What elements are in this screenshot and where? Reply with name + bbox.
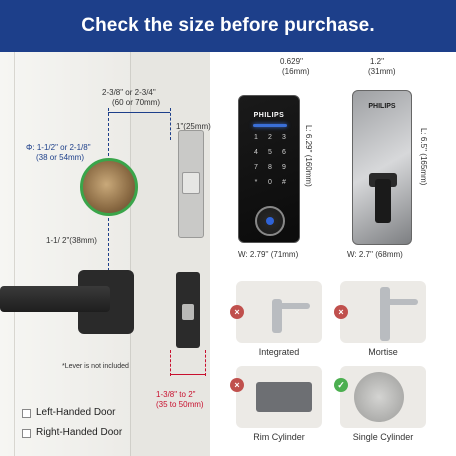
front-depth-metric: (16mm) <box>282 67 310 76</box>
keypad-key: * <box>254 179 258 186</box>
backset-guide-right <box>170 108 171 140</box>
front-depth-label: 0.629'' <box>280 57 304 66</box>
rim-cylinder-label: Rim Cylinder <box>253 432 305 442</box>
single-cylinder-accept-icon: ✓ <box>334 378 348 392</box>
keypad-key: 7 <box>254 164 258 171</box>
front-keypad-lock: PHILIPS 1 2 3 4 5 6 7 8 9 * 0 # <box>238 95 300 243</box>
keypad-key: 2 <box>268 134 272 141</box>
status-light-bar <box>253 124 287 127</box>
title-banner: Check the size before purchase. <box>0 0 456 52</box>
left-handed-door-label: Left-Handed Door <box>36 407 116 418</box>
left-handed-checkbox[interactable] <box>22 409 31 418</box>
rim-cylinder-card <box>236 366 322 428</box>
back-height-label: L: 6.5'' (165mm) <box>419 128 428 186</box>
mortise-lever <box>384 299 418 305</box>
backset-label: 2-3/8" or 2-3/4" <box>102 88 156 97</box>
keypad-key: 4 <box>254 149 258 156</box>
right-handed-checkbox[interactable] <box>22 429 31 438</box>
back-width-label: W: 2.7'' (68mm) <box>347 250 403 259</box>
fingerprint-indicator <box>266 217 274 225</box>
strike-bolt <box>182 304 194 320</box>
backset-metric: (60 or 70mm) <box>112 98 161 107</box>
page-title: Check the size before purchase. <box>81 15 375 36</box>
thickness-dimension-line <box>170 374 205 375</box>
door-lever <box>0 286 110 312</box>
back-depth-metric: (31mm) <box>368 67 396 76</box>
backset-dimension-line <box>108 112 170 113</box>
thickness-guide-right <box>205 350 206 376</box>
integrated-lever <box>276 303 310 309</box>
mortise-lock-card <box>340 281 426 343</box>
back-depth-label: 1.2'' <box>370 57 385 66</box>
integrated-reject-icon: × <box>230 305 244 319</box>
fingerprint-sensor-icon <box>255 206 285 236</box>
bore-label: Φ: 1-1/2" or 2-1/8" <box>26 143 91 152</box>
bore-metric: (38 or 54mm) <box>36 153 85 162</box>
right-handed-door-label: Right-Handed Door <box>36 427 123 438</box>
single-cylinder-label: Single Cylinder <box>352 432 414 442</box>
thickness-label: 1-3/8" to 2" <box>156 390 196 399</box>
door-face <box>0 52 132 456</box>
keypad: 1 2 3 4 5 6 7 8 9 * 0 # <box>251 134 289 186</box>
door-panel-line <box>14 52 15 456</box>
mortise-plate <box>380 287 390 341</box>
back-brand-logo: PHILIPS <box>368 103 396 110</box>
center-label: 1-1/ 2"(38mm) <box>46 236 97 245</box>
mortise-label: Mortise <box>368 347 398 357</box>
keypad-key: 0 <box>268 179 272 186</box>
integrated-lock-card <box>236 281 322 343</box>
thickness-guide-left <box>170 350 171 376</box>
thickness-metric: (35 to 50mm) <box>156 400 204 409</box>
integrated-plate <box>272 299 282 333</box>
rim-cylinder-reject-icon: × <box>230 378 244 392</box>
back-thumbturn-lock: PHILIPS <box>352 90 412 245</box>
keypad-key: 1 <box>254 134 258 141</box>
keypad-key: 8 <box>268 164 272 171</box>
bore-hole <box>80 158 138 216</box>
keypad-key: 5 <box>268 149 272 156</box>
thumbturn-icon[interactable] <box>375 179 391 223</box>
mortise-reject-icon: × <box>334 305 348 319</box>
keypad-key: 9 <box>282 164 286 171</box>
single-cylinder-face <box>354 372 404 422</box>
front-brand-logo: PHILIPS <box>253 112 285 119</box>
integrated-label: Integrated <box>258 347 300 357</box>
keypad-key: 3 <box>282 134 286 141</box>
latch-bolt <box>182 172 200 194</box>
single-cylinder-card <box>340 366 426 428</box>
lever-note: *Lever is not included <box>62 363 129 370</box>
keypad-key: 6 <box>282 149 286 156</box>
front-height-label: L: 6.29'' (160mm) <box>304 125 313 187</box>
edge-label: 1"(25mm) <box>176 122 211 131</box>
keypad-key: # <box>282 179 286 186</box>
rim-cylinder-body <box>256 382 312 412</box>
front-width-label: W: 2.79'' (71mm) <box>238 250 299 259</box>
